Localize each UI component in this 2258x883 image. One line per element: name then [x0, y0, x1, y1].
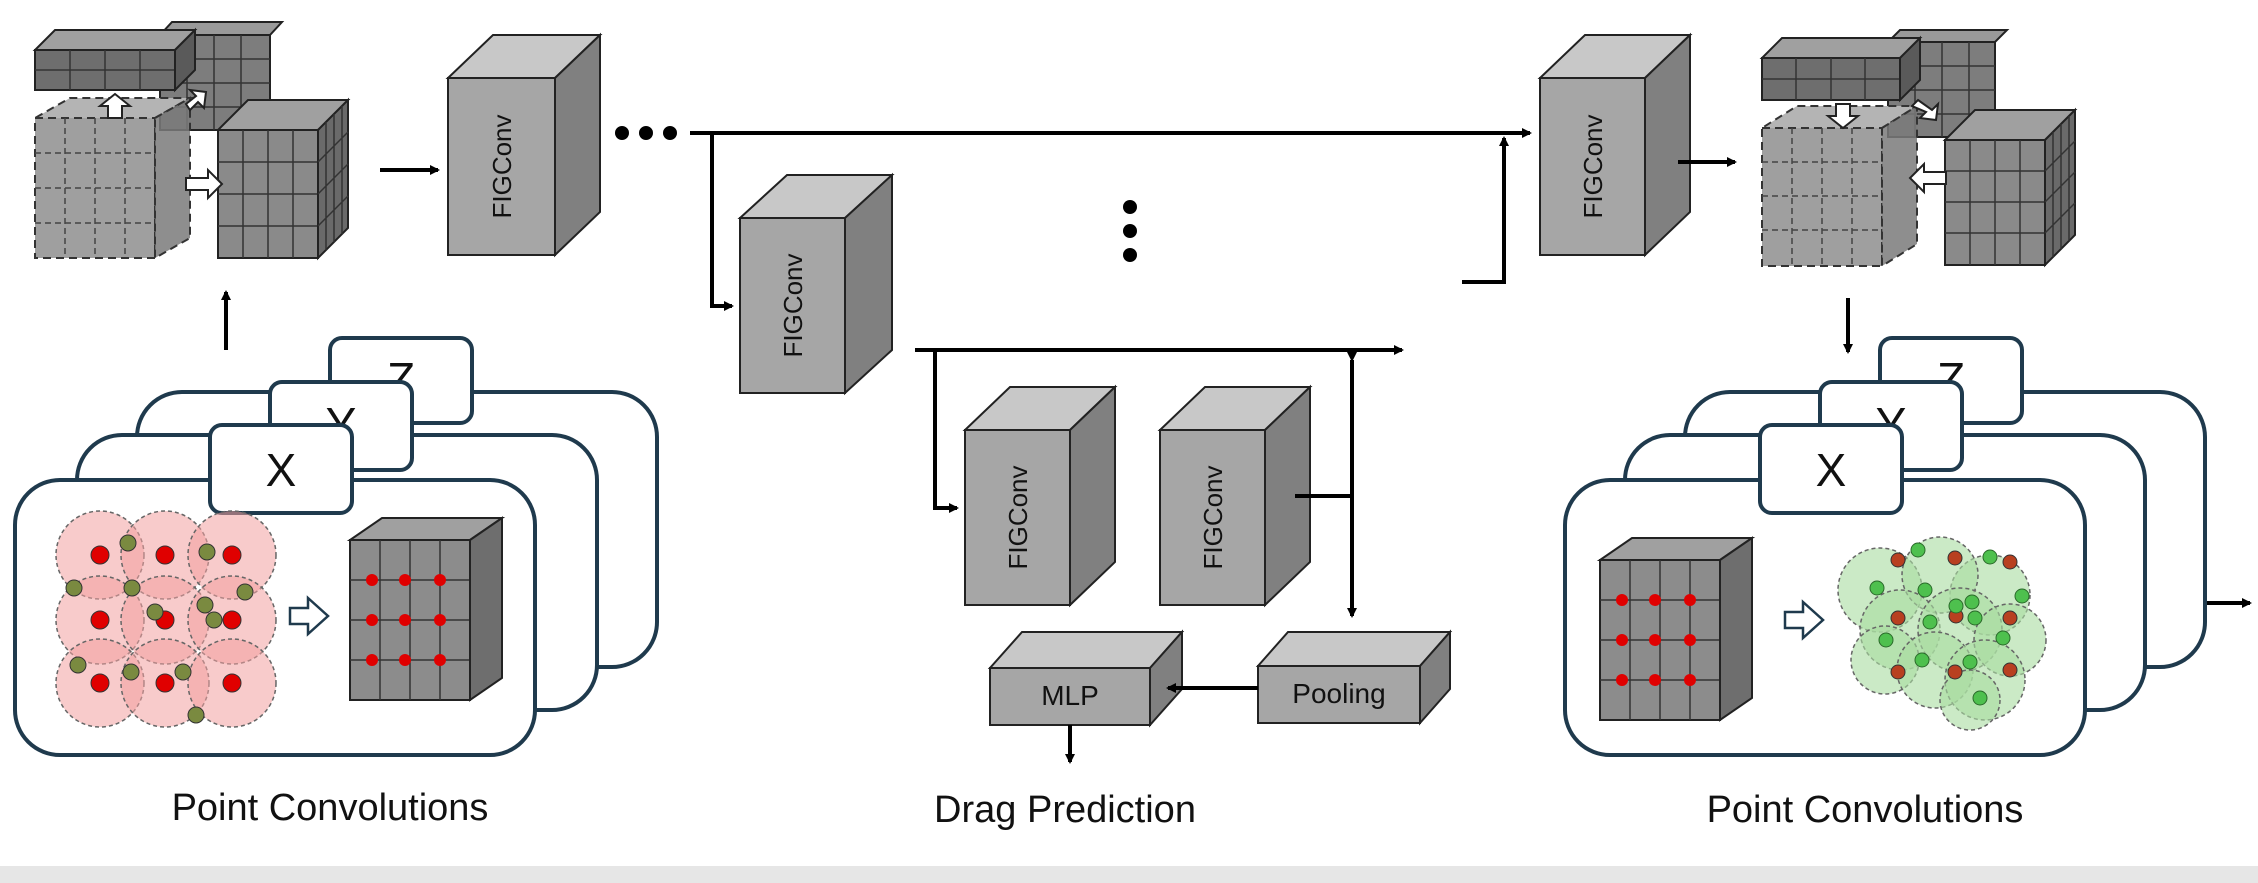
mlp-label: MLP [1041, 680, 1099, 711]
branch-to-figconv-3 [933, 350, 959, 513]
grid-dashed [31, 96, 194, 260]
figconv-block-1: FIGConv [445, 32, 603, 258]
grid-cluster-right [1758, 29, 2078, 268]
ellipsis-horizontal [615, 126, 677, 140]
mlp-block: MLP [987, 629, 1185, 728]
figconv-block-2: FIGConv [737, 172, 895, 396]
voxel-grid-output [1596, 536, 1756, 722]
hollow-arrow-right [288, 595, 330, 637]
hollow-arrow-right [1783, 599, 1825, 641]
voxel-grid-input [346, 516, 506, 702]
figconv-block-4: FIGConv [1157, 384, 1313, 608]
connections [221, 128, 2252, 764]
grid-arrows [1825, 98, 1947, 195]
bottom-strip [0, 866, 2258, 883]
figconv-label: FIGConv [1198, 465, 1228, 569]
grid-flat [1759, 35, 1923, 103]
grid-cube [1942, 107, 2078, 268]
caption-left: Point Convolutions [172, 787, 489, 829]
pooling-label: Pooling [1292, 678, 1385, 709]
input-point-cloud [55, 510, 277, 728]
ellipsis-vertical [1123, 200, 1137, 262]
point-conv-cards-left: Z Y X [13, 336, 659, 757]
pooling-block: Pooling [1255, 629, 1453, 726]
point-conv-cards-right: Z Y X [1563, 336, 2207, 757]
tab-x-label: X [1816, 444, 1847, 496]
tab-x-label: X [266, 444, 297, 496]
figconv-label: FIGConv [1578, 114, 1608, 218]
figconv-block-5: FIGConv [1537, 32, 1693, 258]
grid-flat [32, 27, 198, 93]
caption-right: Point Convolutions [1707, 789, 2024, 831]
figconv-label: FIGConv [778, 253, 808, 357]
caption-middle: Drag Prediction [934, 789, 1196, 831]
grid-cluster-left [31, 21, 351, 261]
merge-into-figconv-5 [1462, 136, 1509, 284]
figconv-label: FIGConv [1003, 465, 1033, 569]
grid-dashed [1758, 104, 1921, 268]
output-point-cloud [1837, 536, 2047, 731]
tab-x [208, 423, 354, 515]
tab-x [1758, 423, 1904, 515]
figconv-block-3: FIGConv [962, 384, 1118, 608]
figconv-label: FIGConv [487, 114, 517, 218]
grid-cube [215, 97, 351, 261]
branch-to-figconv-2 [710, 133, 734, 311]
grid-arrows [97, 88, 224, 201]
